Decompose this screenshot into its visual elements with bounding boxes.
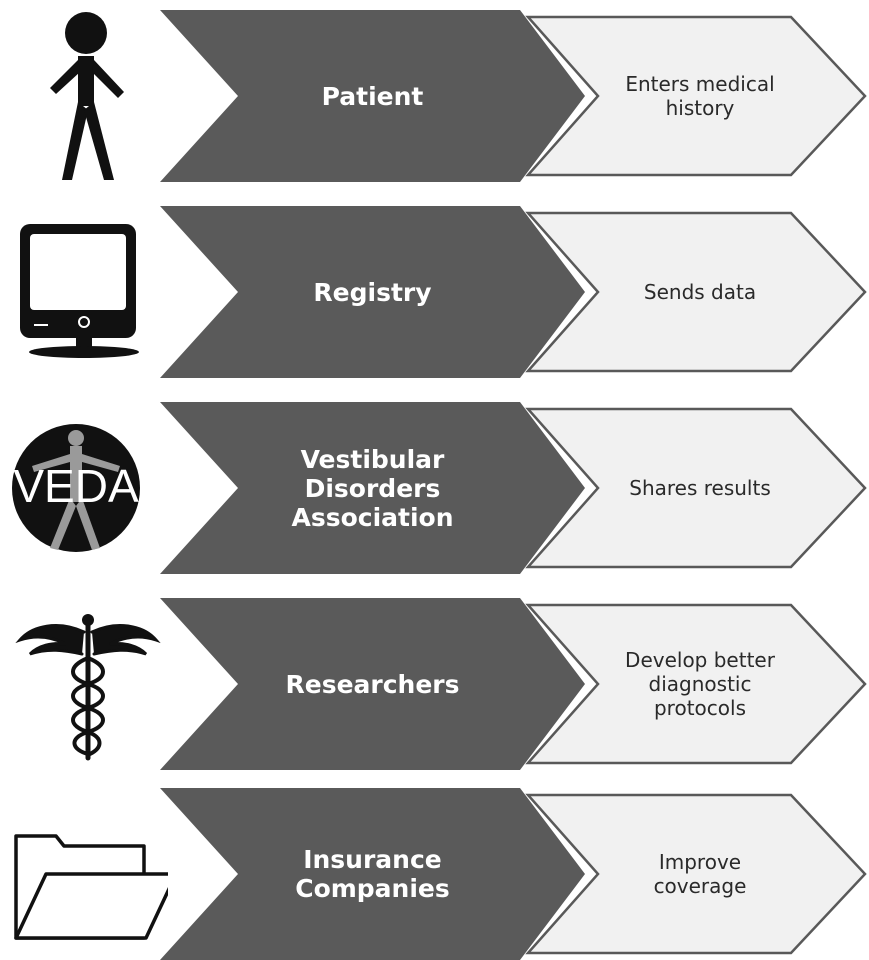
role-label-researchers: Researchers xyxy=(285,669,460,699)
action-label-veda: Shares results xyxy=(629,476,771,500)
caduceus-icon xyxy=(8,598,168,770)
action-label-insurance: Improve coverage xyxy=(653,850,747,898)
flow-row-registry: Registry Sends data xyxy=(0,206,869,378)
role-label-registry: Registry xyxy=(313,277,432,307)
action-label-registry: Sends data xyxy=(643,280,757,304)
role-label-veda: Vestibular Disorders Association xyxy=(291,444,454,532)
computer-monitor-icon xyxy=(8,206,168,378)
action-chevron xyxy=(525,14,869,178)
role-chevron xyxy=(160,206,585,378)
flow-row-veda: VEDA Vestibular Disorders Association Sh… xyxy=(0,402,869,574)
person-icon xyxy=(8,10,168,182)
role-chevron xyxy=(160,598,585,770)
veda-logo: VEDA xyxy=(8,402,168,574)
flow-row-patient: Patient Enters medical history xyxy=(0,10,869,182)
role-chevron xyxy=(160,788,585,960)
role-label-patient: Patient xyxy=(321,81,424,111)
flow-row-insurance: Insurance Companies Improve coverage xyxy=(0,788,869,960)
action-label-researchers: Develop better diagnostic protocols xyxy=(625,648,775,720)
svg-text:VEDA: VEDA xyxy=(13,460,139,512)
action-chevron xyxy=(525,792,869,956)
role-chevron xyxy=(160,402,585,574)
action-chevron xyxy=(525,602,869,766)
action-label-patient: Enters medical history xyxy=(625,72,775,120)
action-chevron xyxy=(525,406,869,570)
role-chevron xyxy=(160,10,585,182)
role-label-insurance: Insurance Companies xyxy=(295,845,450,903)
folder-icon xyxy=(8,788,168,960)
flow-row-researchers: Researchers Develop better diagnostic pr… xyxy=(0,598,869,770)
action-chevron xyxy=(525,210,869,374)
